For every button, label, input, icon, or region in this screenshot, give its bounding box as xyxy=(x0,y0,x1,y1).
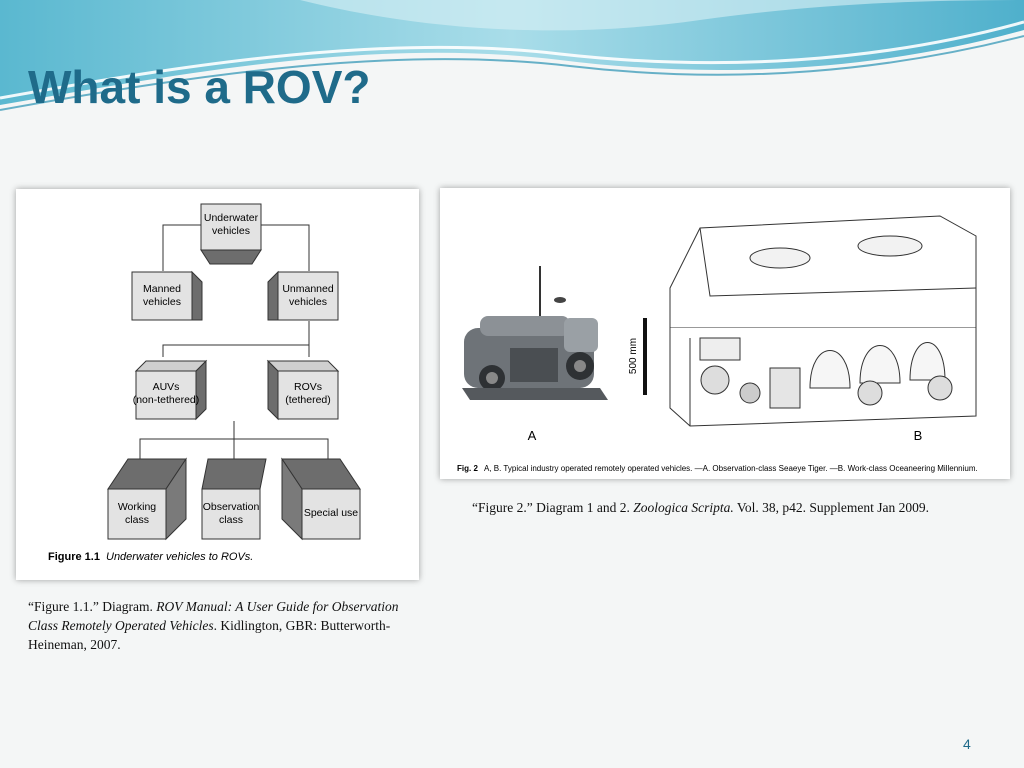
box-label-line: (tethered) xyxy=(285,394,331,406)
box-label-line: class xyxy=(219,514,243,526)
figure-1-caption-label: Figure 1.1 xyxy=(48,551,100,563)
slide-number: 4 xyxy=(963,736,971,752)
citation-suffix: Vol. 38, p42. Supplement Jan 2009. xyxy=(733,500,929,515)
box-rovs: ROVs (tethered) xyxy=(266,359,340,421)
box-label-line: Observation xyxy=(203,501,260,513)
citation-suffix: . Kidlington, GBR: Butterworth-Heineman,… xyxy=(28,618,391,652)
citation-prefix: “Figure 1.1.” Diagram. xyxy=(28,599,157,614)
box-label-line: ROVs xyxy=(294,381,322,393)
figure-2-caption-text: A, B. Typical industry operated remotely… xyxy=(484,464,978,473)
box-auvs: AUVs (non-tethered) xyxy=(133,359,208,421)
header-wave xyxy=(0,0,1024,111)
vehicle-hierarchy-diagram: Underwater vehicles Manned vehicles Unma… xyxy=(48,203,361,563)
box-manned-vehicles: Manned vehicles xyxy=(131,270,203,321)
box-label-line: Manned xyxy=(143,283,181,295)
citation-title: ROV Manual: A User Guide for Observation… xyxy=(28,599,399,633)
box-label-line: class xyxy=(125,514,149,526)
box-label-line: Special use xyxy=(304,507,358,519)
figure-2-citation: “Figure 2.” Diagram 1 and 2. Zoologica S… xyxy=(472,498,972,517)
box-underwater-vehicles: Underwater vehicles xyxy=(200,203,262,265)
box-label-line: vehicles xyxy=(212,225,250,237)
figure-1-citation: “Figure 1.1.” Diagram. ROV Manual: A Use… xyxy=(28,597,413,654)
box-label-line: Underwater xyxy=(204,212,259,224)
slide-title: What is a ROV? xyxy=(28,61,371,113)
figure-2-caption-label: Fig. 2 xyxy=(457,464,478,473)
box-working-class: Working class xyxy=(107,457,187,541)
box-label-line: (non-tethered) xyxy=(133,394,200,406)
label-b: B xyxy=(914,428,923,443)
box-unmanned-vehicles: Unmanned vehicles xyxy=(267,270,339,321)
box-label-line: Working xyxy=(118,501,156,513)
figure-1-panel: Underwater vehicles Manned vehicles Unma… xyxy=(16,189,419,580)
box-label-line: vehicles xyxy=(289,296,327,308)
rov-illustrations: A 500 mm B Fig. 2 A, B. Typical industry… xyxy=(457,215,978,473)
box-label-line: vehicles xyxy=(143,296,181,308)
rov-b-image xyxy=(669,215,977,427)
box-label-line: AUVs xyxy=(153,381,180,393)
box-special-use: Special use xyxy=(281,457,361,541)
label-a: A xyxy=(528,428,537,443)
box-observation-class: Observation class xyxy=(201,458,267,540)
scale-label: 500 mm xyxy=(628,338,639,374)
citation-prefix: “Figure 2.” Diagram 1 and 2. xyxy=(472,500,634,515)
figure-2-panel: A 500 mm B Fig. 2 A, B. Typical industry… xyxy=(440,188,1010,479)
box-label-line: Unmanned xyxy=(282,283,334,295)
figure-1-caption-text: Underwater vehicles to ROVs. xyxy=(106,551,253,563)
citation-title: Zoologica Scripta. xyxy=(633,500,734,515)
rov-a-image xyxy=(462,266,608,400)
